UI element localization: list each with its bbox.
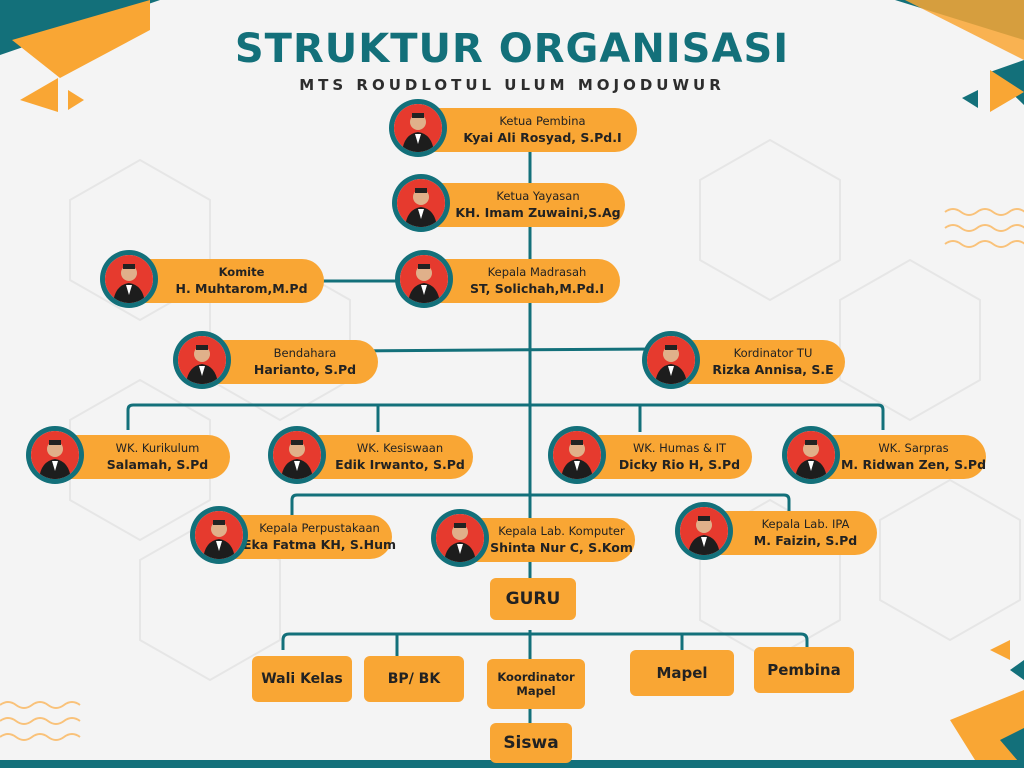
person-portrait-icon (675, 502, 733, 560)
node-komite: Komite H. Muhtarom,M.Pd (100, 250, 324, 308)
person-portrait-icon (392, 174, 450, 232)
role-label: Ketua Yayasan (496, 189, 580, 203)
node-wk-kesiswaan: WK. Kesiswaan Edik Irwanto, S.Pd (268, 426, 473, 484)
name-label: Rizka Annisa, S.E (712, 362, 834, 377)
person-portrait-icon (100, 250, 158, 308)
node-bendahara: Bendahara Harianto, S.Pd (173, 331, 378, 389)
person-portrait-icon (395, 250, 453, 308)
person-portrait-icon (642, 331, 700, 389)
role-label: Kepala Madrasah (487, 265, 587, 279)
name-label: M. Faizin, S.Pd (753, 533, 858, 548)
box-wali-kelas: Wali Kelas (252, 656, 352, 702)
box-bp-bk: BP/ BK (364, 656, 464, 702)
name-label: Salamah, S.Pd (106, 457, 209, 472)
node-wk-kurikulum: WK. Kurikulum Salamah, S.Pd (26, 426, 230, 484)
role-label: WK. Kesiswaan (356, 441, 444, 455)
person-portrait-icon (268, 426, 326, 484)
box-siswa: Siswa (490, 723, 572, 763)
node-kepala-madrasah: Kepala Madrasah ST, Solichah,M.Pd.I (395, 250, 620, 308)
name-label: Edik Irwanto, S.Pd (335, 457, 465, 472)
name-label: Dicky Rio H, S.Pd (618, 457, 741, 472)
node-kepala-lab-komputer: Kepala Lab. Komputer Shinta Nur C, S.Kom (431, 509, 635, 567)
box-guru: GURU (490, 578, 576, 620)
person-portrait-icon (548, 426, 606, 484)
name-label: M. Ridwan Zen, S.Pd (840, 457, 987, 472)
role-label: WK. Kurikulum (115, 441, 200, 455)
person-portrait-icon (389, 99, 447, 157)
node-wk-humas: WK. Humas & IT Dicky Rio H, S.Pd (548, 426, 752, 484)
person-portrait-icon (782, 426, 840, 484)
box-pembina: Pembina (754, 647, 854, 693)
node-kepala-lab-ipa: Kepala Lab. IPA M. Faizin, S.Pd (675, 502, 877, 560)
role-label: Komite (218, 265, 265, 279)
node-kordinator-tu: Kordinator TU Rizka Annisa, S.E (642, 331, 845, 389)
page-title: STRUKTUR ORGANISASI (234, 26, 790, 72)
person-portrait-icon (431, 509, 489, 567)
node-kepala-perpustakaan: Kepala Perpustakaan Eka Fatma KH, S.Hum (190, 506, 396, 564)
box-mapel: Mapel (630, 650, 734, 696)
person-portrait-icon (173, 331, 231, 389)
box-koordinator-mapel: Koordinator Mapel (487, 659, 585, 709)
node-wk-sarpras: WK. Sarpras M. Ridwan Zen, S.Pd (782, 426, 987, 484)
name-label: ST, Solichah,M.Pd.I (469, 281, 605, 296)
name-label: KH. Imam Zuwaini,S.Ag (455, 205, 621, 220)
role-label: Kepala Lab. Komputer (498, 524, 625, 538)
name-label: Kyai Ali Rosyad, S.Pd.I (463, 130, 622, 145)
page-subtitle: MTS ROUDLOTUL ULUM MOJODUWUR (299, 76, 725, 94)
name-label: Shinta Nur C, S.Kom (490, 540, 633, 555)
role-label: WK. Humas & IT (632, 441, 727, 455)
role-label: Bendahara (273, 346, 337, 360)
role-label: WK. Sarpras (878, 441, 949, 455)
role-label: Ketua Pembina (499, 114, 586, 128)
role-label: Kordinator TU (733, 346, 813, 360)
name-label: Harianto, S.Pd (253, 362, 357, 377)
person-portrait-icon (190, 506, 248, 564)
name-label: H. Muhtarom,M.Pd (175, 281, 308, 296)
name-label: Eka Fatma KH, S.Hum (242, 537, 397, 552)
role-label: Kepala Perpustakaan (259, 521, 380, 535)
role-label: Kepala Lab. IPA (761, 517, 850, 531)
node-ketua-pembina: Ketua Pembina Kyai Ali Rosyad, S.Pd.I (389, 99, 637, 157)
person-portrait-icon (26, 426, 84, 484)
node-ketua-yayasan: Ketua Yayasan KH. Imam Zuwaini,S.Ag (392, 174, 625, 232)
